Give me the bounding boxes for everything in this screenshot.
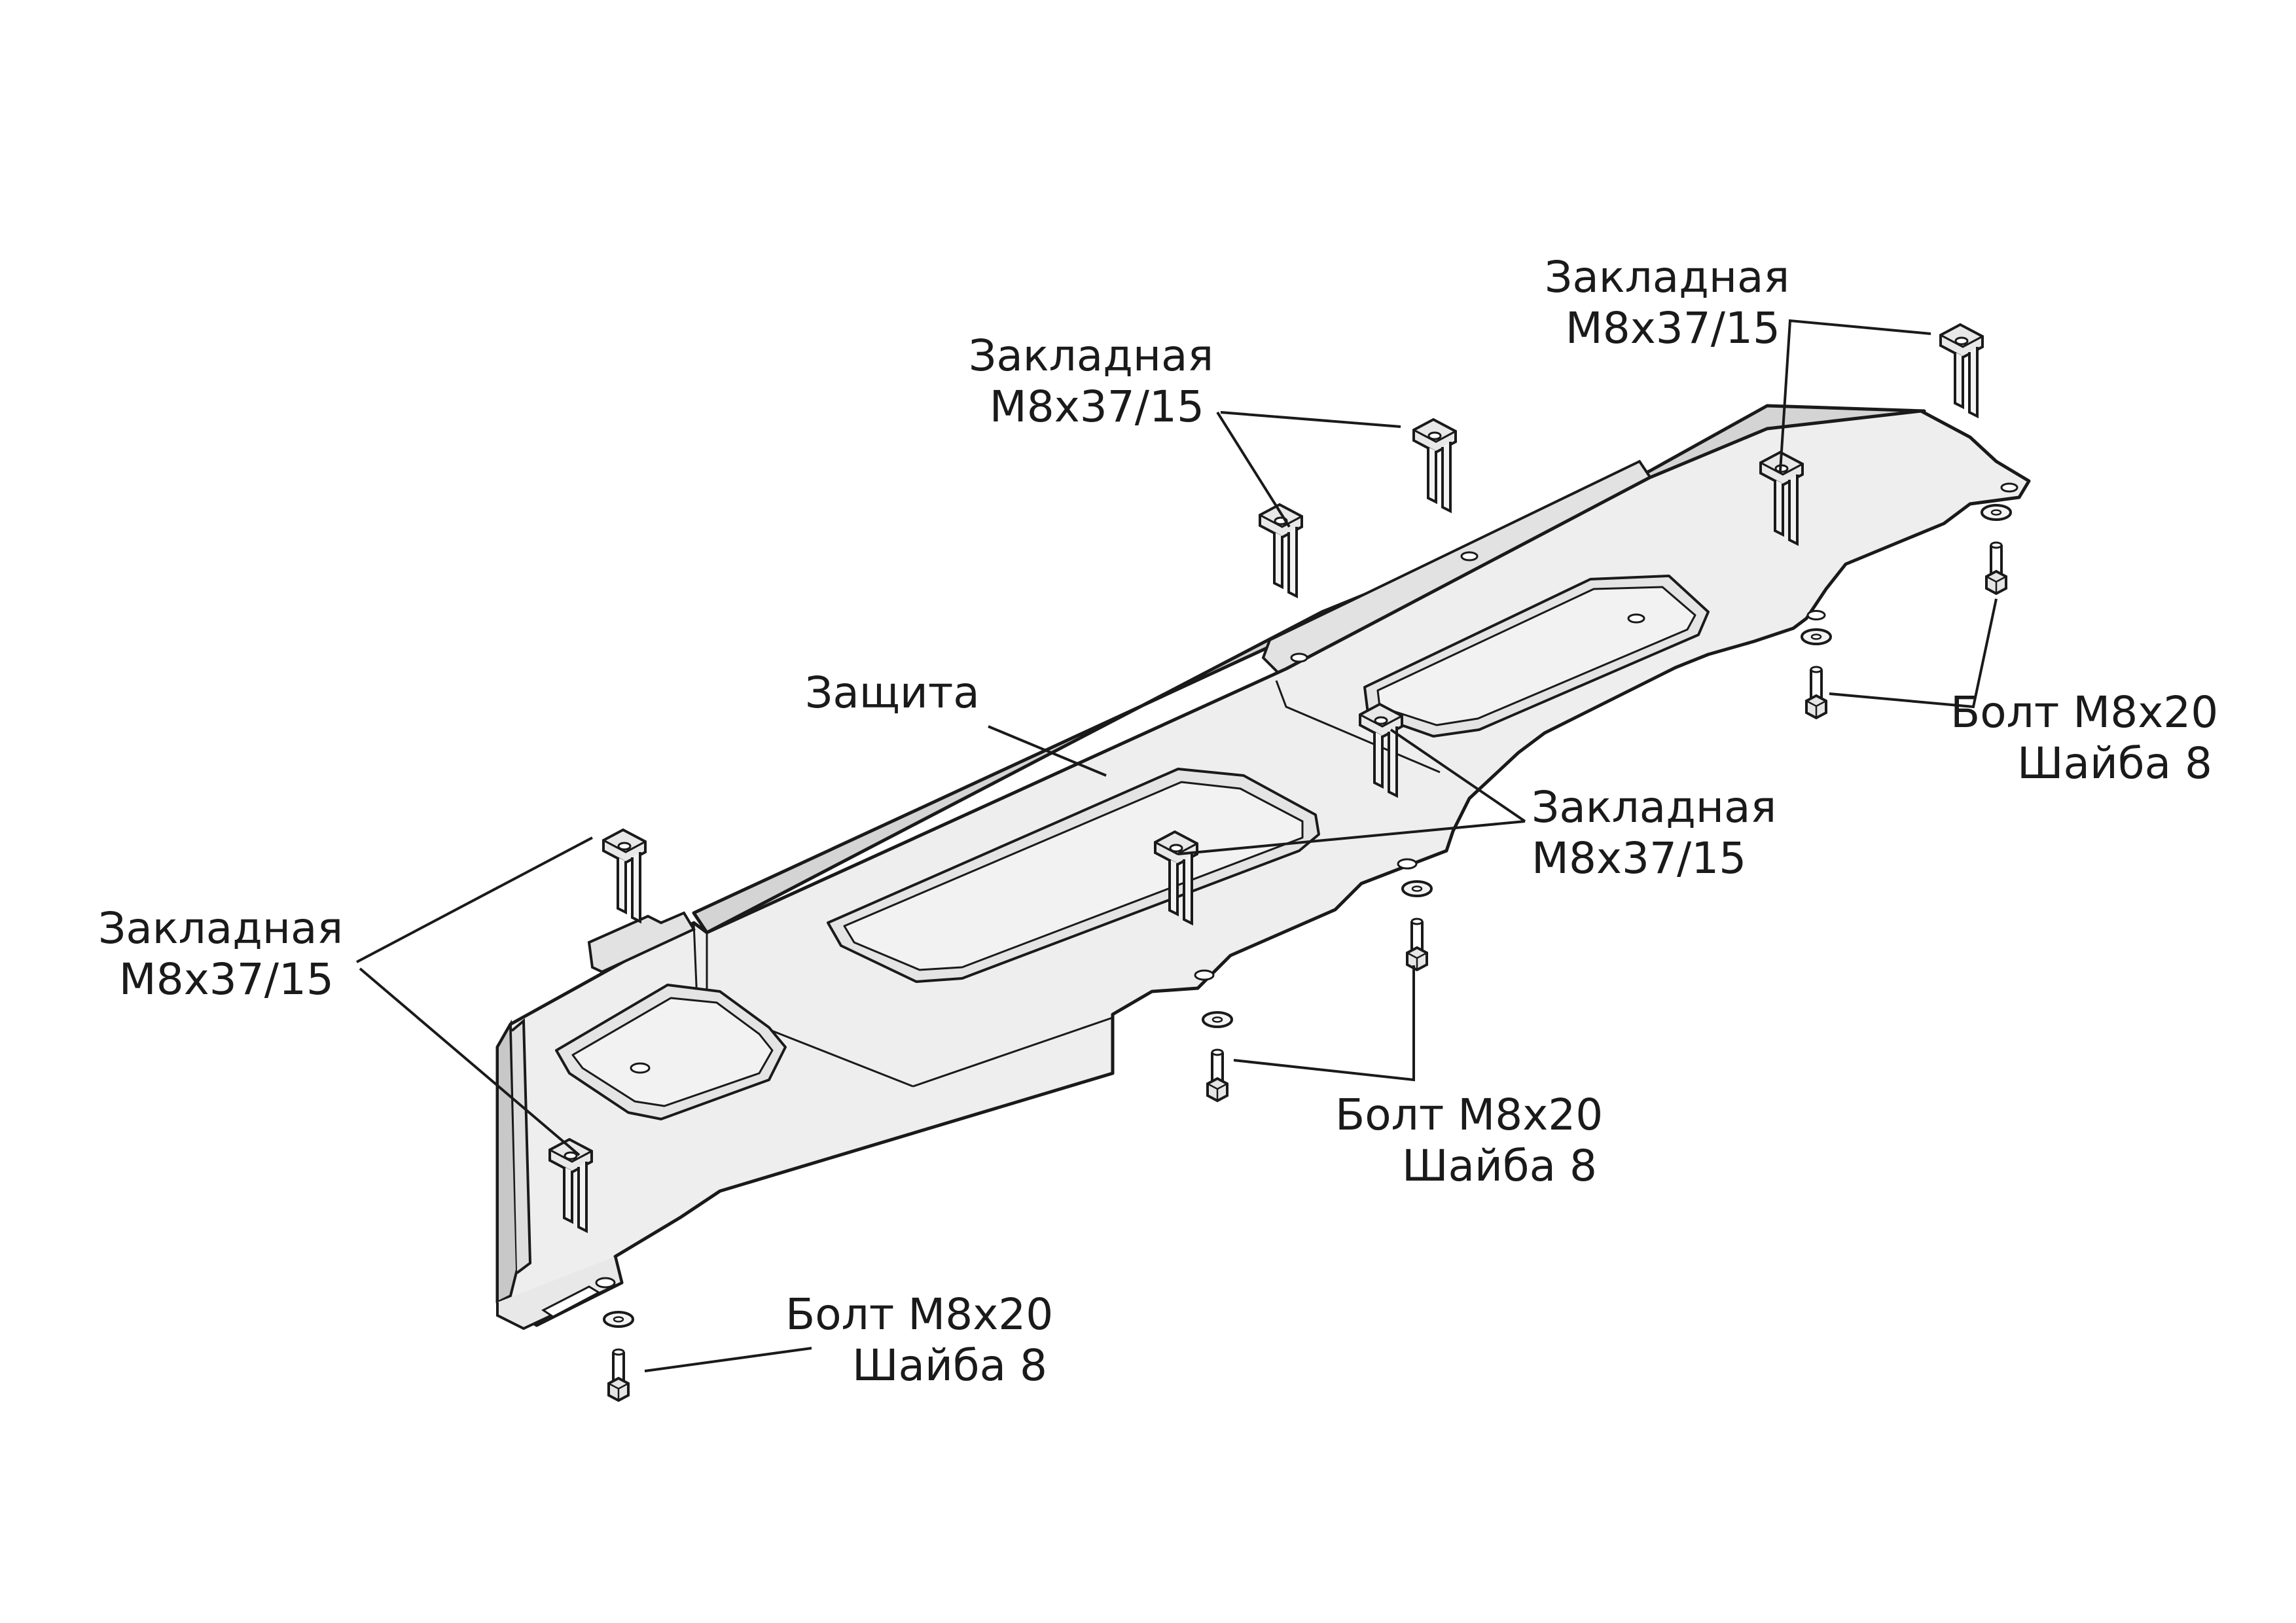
label-washer-name: Шайба 8 [1401,1141,1597,1191]
label-insert-top-right: Закладная M8x37/15 [1545,252,1790,354]
protection-plate [495,404,2031,1330]
label-bolt-name: Болт M8x20 [785,1289,1054,1340]
label-insert-name: Закладная [1532,782,1777,832]
label-insert-size: M8x37/15 [118,954,334,1005]
label-bolt-right: Болт M8x20 Шайба 8 [1950,687,2219,789]
label-washer-name: Шайба 8 [852,1340,1047,1391]
label-bolt-left: Болт M8x20 Шайба 8 [785,1289,1054,1391]
label-protection-name: Защита [805,668,980,718]
label-protection: Защита [805,668,1001,719]
leader-lines [356,319,1998,1372]
label-bolt-middle: Болт M8x20 Шайба 8 [1335,1090,1604,1192]
label-washer-name: Шайба 8 [2017,738,2212,789]
label-insert-center-right: Закладная M8x37/15 [1532,782,1777,884]
label-bolt-name: Болт M8x20 [1950,687,2219,738]
label-insert-name: Закладная [98,903,344,954]
label-insert-size: M8x37/15 [989,382,1204,432]
label-insert-name: Закладная [969,330,1214,381]
label-insert-name: Закладная [1545,252,1790,302]
label-bolt-name: Болт M8x20 [1335,1090,1604,1140]
label-insert-size: M8x37/15 [1532,833,1747,883]
label-insert-size: M8x37/15 [1565,303,1780,353]
label-insert-top-middle: Закладная M8x37/15 [969,330,1214,433]
label-insert-left: Закладная M8x37/15 [98,903,344,1005]
